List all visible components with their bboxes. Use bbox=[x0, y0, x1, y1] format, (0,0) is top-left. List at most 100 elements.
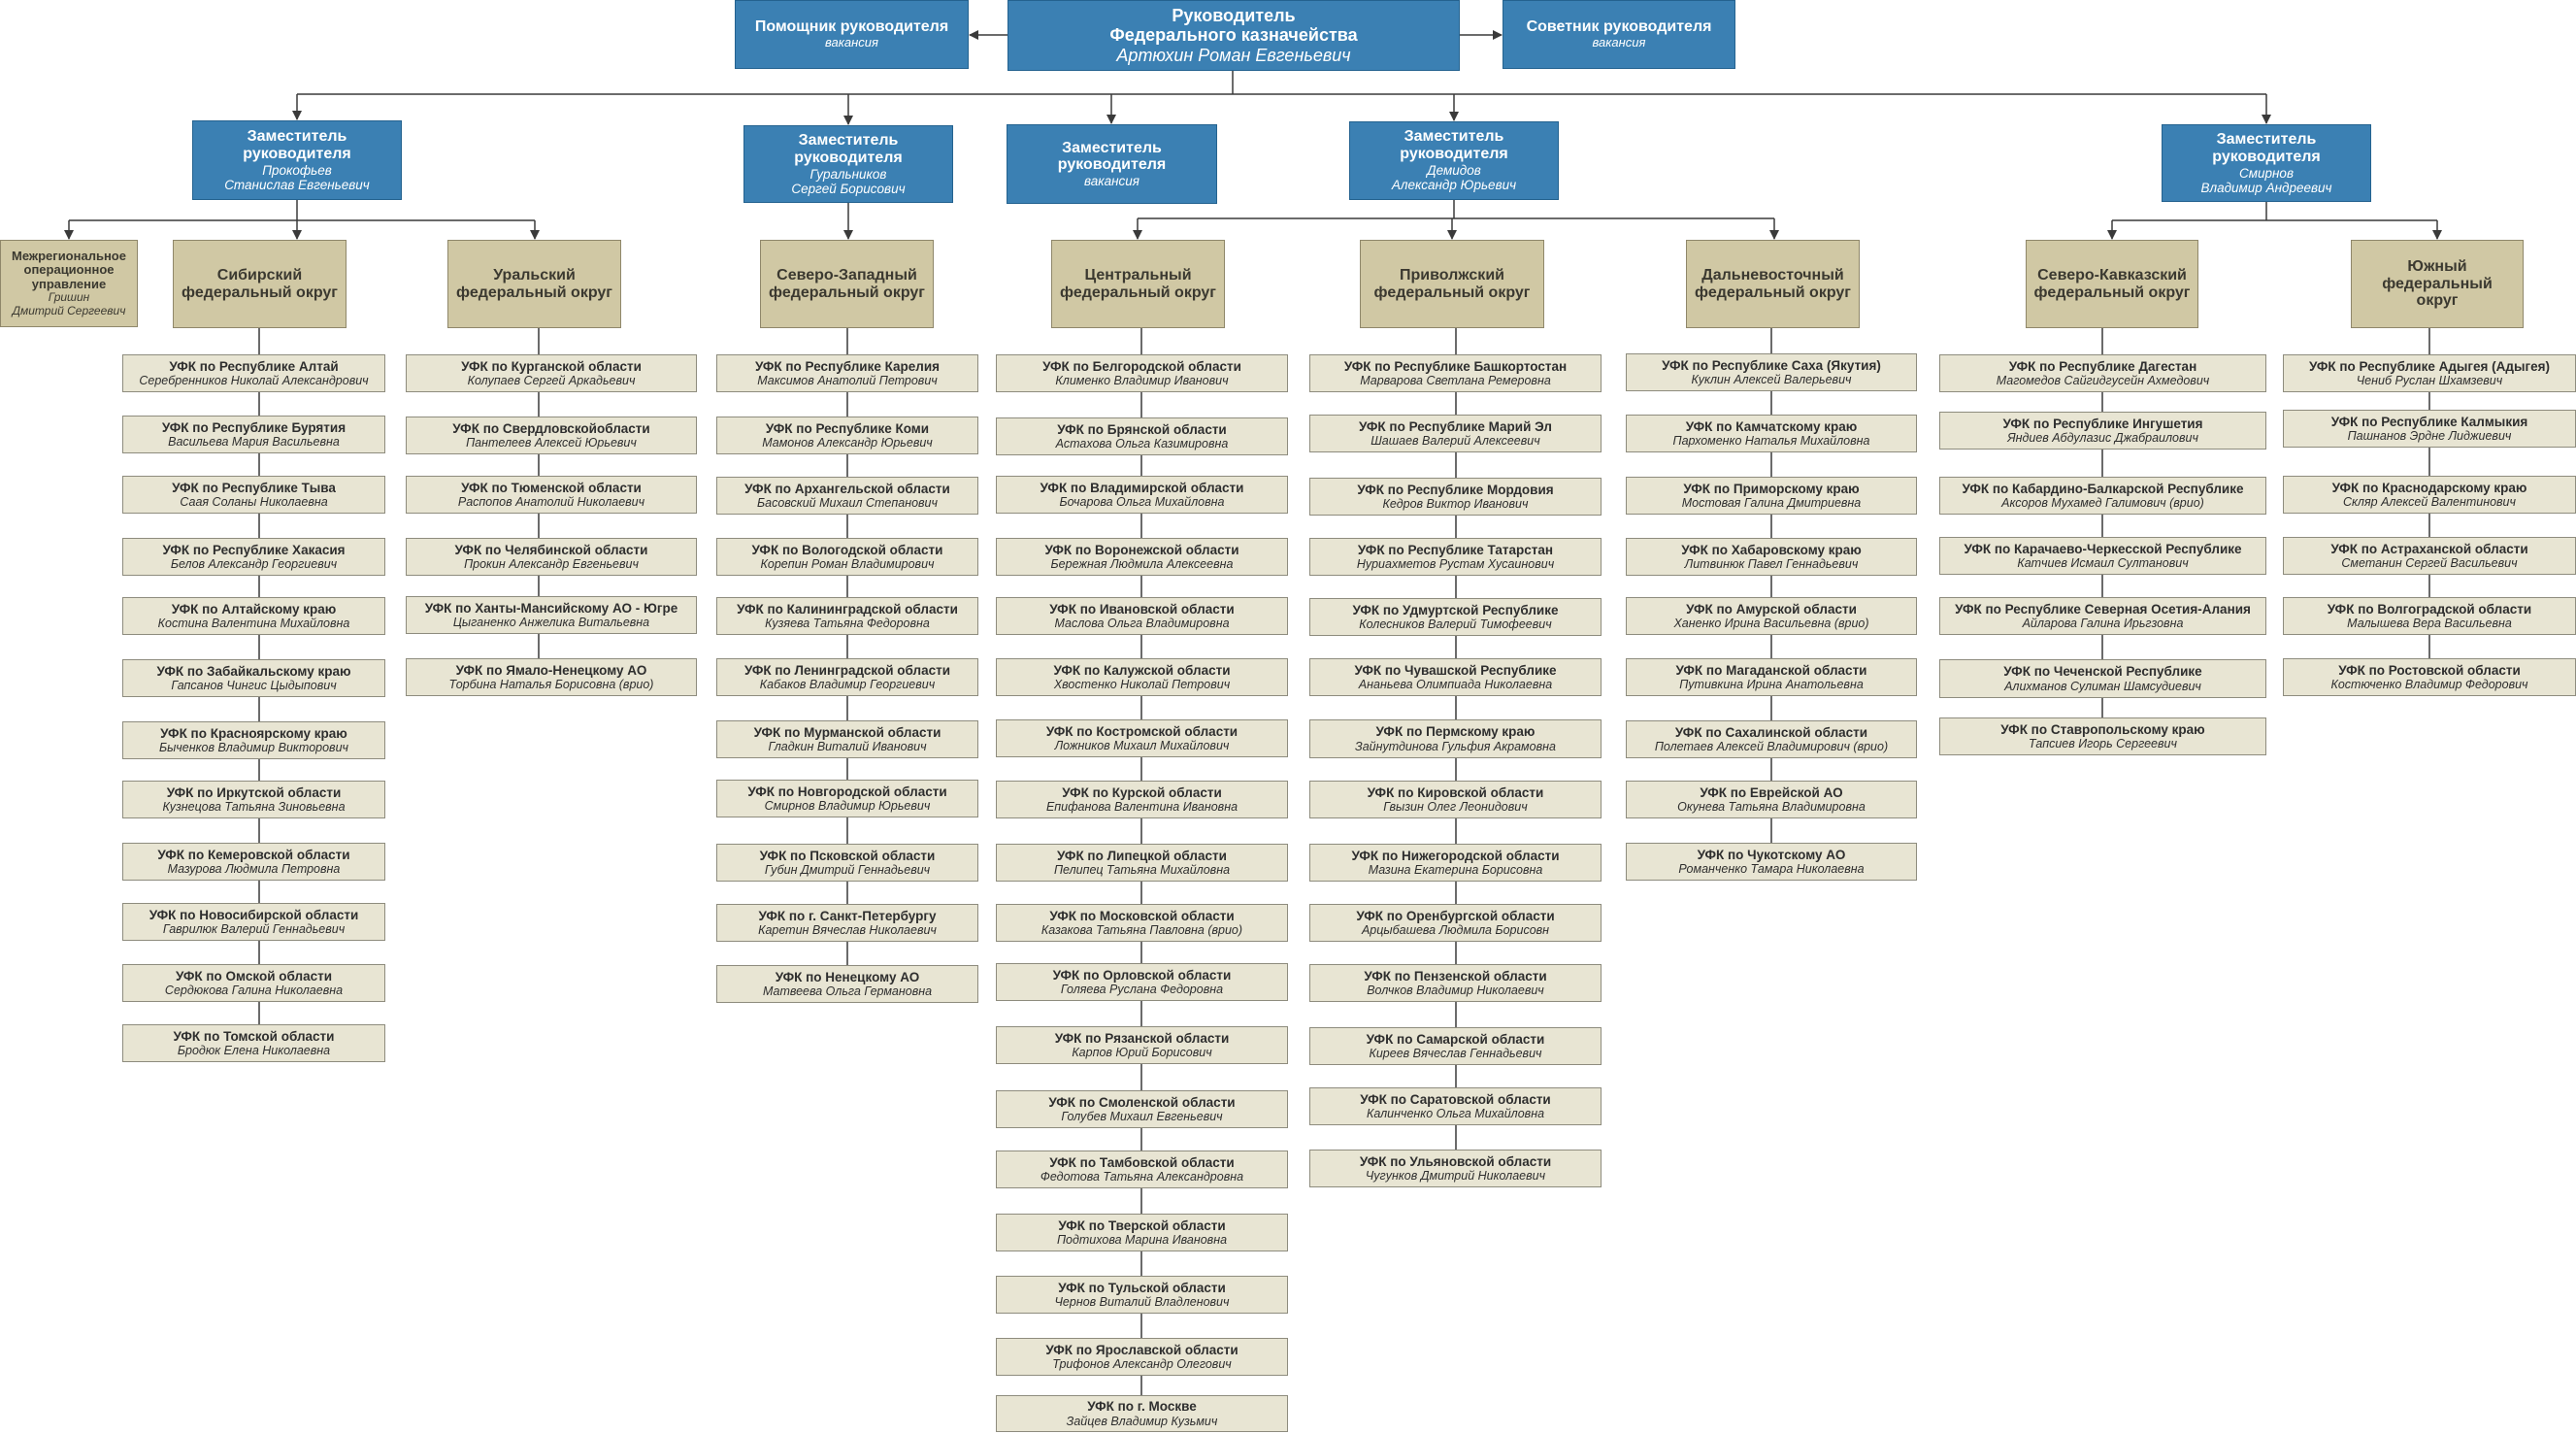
ufk-box[interactable]: УФК по Республике Северная Осетия-Алания… bbox=[1939, 597, 2266, 635]
district-box-central[interactable]: Центральный федеральный округ bbox=[1051, 240, 1225, 328]
district-box-fareast[interactable]: Дальневосточный федеральный округ bbox=[1686, 240, 1860, 328]
deputy-box[interactable]: Заместитель руководителя вакансия bbox=[1007, 124, 1217, 204]
interregional-box[interactable]: Межрегиональное операционное управление … bbox=[0, 240, 138, 327]
district-box-southern[interactable]: Южный федеральный округ bbox=[2351, 240, 2524, 328]
district-box-ural[interactable]: Уральский федеральный округ bbox=[447, 240, 621, 328]
district-box-siberian[interactable]: Сибирский федеральный округ bbox=[173, 240, 347, 328]
ufk-box[interactable]: УФК по Республике Адыгея (Адыгея)Чениб Р… bbox=[2283, 354, 2576, 392]
district-box-north-caucasus[interactable]: Северо-Кавказский федеральный округ bbox=[2026, 240, 2198, 328]
head-box[interactable]: Руководитель Федерального казначейства А… bbox=[1007, 0, 1460, 71]
assistant-box[interactable]: Помощник руководителя вакансия bbox=[735, 0, 969, 69]
deputy-box[interactable]: Заместитель руководителя Прокофьев Стани… bbox=[192, 120, 402, 200]
district-box-northwest[interactable]: Северо-Западный федеральный округ bbox=[760, 240, 934, 328]
deputy-box[interactable]: Заместитель руководителя Гуральников Сер… bbox=[743, 125, 953, 203]
advisor-box[interactable]: Советник руководителя вакансия bbox=[1503, 0, 1735, 69]
deputy-box[interactable]: Заместитель руководителя Смирнов Владими… bbox=[2162, 124, 2371, 202]
ufk-box[interactable]: УФК по Республике Саха (Якутия)Куклин Ал… bbox=[1626, 353, 1917, 391]
deputy-box[interactable]: Заместитель руководителя Демидов Алексан… bbox=[1349, 121, 1559, 200]
district-box-volga[interactable]: Приволжский федеральный округ bbox=[1360, 240, 1544, 328]
